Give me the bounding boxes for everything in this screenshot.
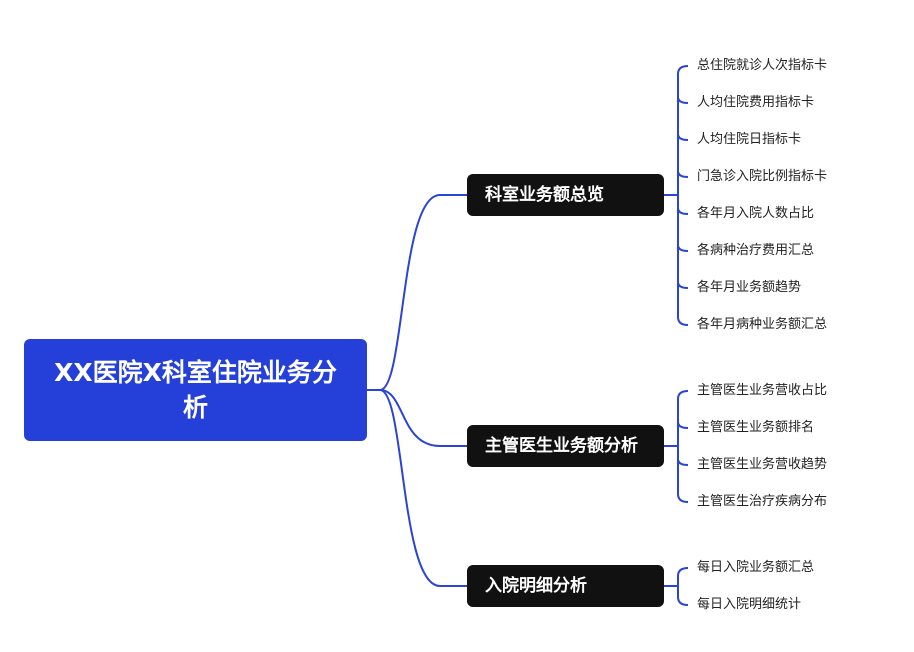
leaf-node[interactable]: 人均住院日指标卡 bbox=[697, 132, 802, 147]
branch-connector bbox=[379, 389, 467, 447]
leaf-node[interactable]: 各年月病种业务额汇总 bbox=[697, 317, 828, 332]
leaf-node[interactable]: 人均住院费用指标卡 bbox=[697, 95, 815, 110]
leaf-connector bbox=[677, 281, 689, 289]
leaf-node[interactable]: 各年月入院人数占比 bbox=[697, 206, 815, 221]
leaf-node[interactable]: 主管医生业务额排名 bbox=[697, 420, 815, 435]
leaf-connector bbox=[677, 133, 689, 141]
root-node[interactable]: XX医院X科室住院业务分析 bbox=[24, 339, 367, 441]
leaf-connector bbox=[677, 458, 689, 466]
leaf-bracket bbox=[677, 567, 689, 606]
leaf-connector bbox=[677, 421, 689, 429]
leaf-node[interactable]: 各病种治疗费用汇总 bbox=[697, 243, 815, 258]
leaf-connector bbox=[677, 207, 689, 215]
leaf-node[interactable]: 主管医生治疗疾病分布 bbox=[697, 494, 828, 509]
leaf-connector bbox=[677, 96, 689, 104]
leaf-node[interactable]: 总住院就诊人次指标卡 bbox=[697, 58, 828, 73]
branch-node[interactable]: 科室业务额总览 bbox=[467, 174, 664, 216]
branch-connector bbox=[379, 194, 467, 391]
branch-node[interactable]: 主管医生业务额分析 bbox=[467, 425, 664, 467]
leaf-bracket bbox=[677, 65, 689, 326]
leaf-node[interactable]: 各年月业务额趋势 bbox=[697, 280, 802, 295]
leaf-node[interactable]: 主管医生业务营收趋势 bbox=[697, 457, 828, 472]
leaf-connector bbox=[677, 170, 689, 178]
root-title: XX医院X科室住院业务分析 bbox=[54, 358, 337, 422]
leaf-bracket bbox=[677, 390, 689, 503]
branch-connector bbox=[379, 389, 467, 587]
leaf-node[interactable]: 每日入院业务额汇总 bbox=[697, 560, 815, 575]
leaf-node[interactable]: 主管医生业务营收占比 bbox=[697, 383, 828, 398]
leaf-node[interactable]: 每日入院明细统计 bbox=[697, 597, 802, 612]
branch-node[interactable]: 入院明细分析 bbox=[467, 565, 664, 607]
leaf-node[interactable]: 门急诊入院比例指标卡 bbox=[697, 169, 828, 184]
leaf-connector bbox=[677, 244, 689, 252]
